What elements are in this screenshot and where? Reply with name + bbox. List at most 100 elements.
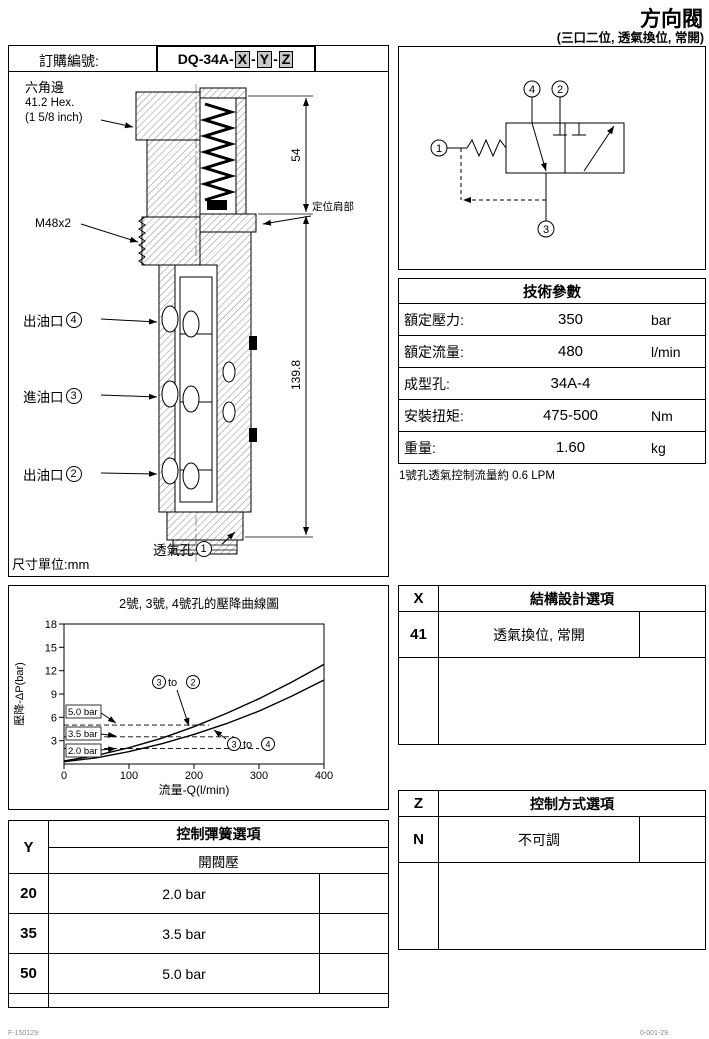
x-axis-ticks (63, 764, 325, 769)
curve-3-to-2 (63, 663, 325, 762)
svg-text:2.0 bar: 2.0 bar (68, 746, 98, 757)
port-4-circle: 4 (65, 312, 82, 328)
svg-text:3: 3 (231, 740, 236, 750)
z-option-desc: 不可調 (518, 831, 560, 848)
tech-label: 成型孔: (404, 375, 450, 392)
dimension-lines: 54 139.8 (245, 95, 313, 538)
valve-drawing-panel: 54 139.8 六角邊 41.2 Hex. (1 5/8 inch) M48x… (8, 71, 389, 577)
order-code-x: X (234, 50, 251, 68)
order-number-label: 訂購編號: (39, 53, 99, 69)
z-options-header: Z 控制方式選項 (398, 790, 706, 817)
svg-text:3: 3 (51, 736, 57, 748)
svg-text:18: 18 (45, 619, 57, 631)
svg-text:to: to (168, 677, 177, 689)
x-options-table: X 結構設計選項 41 透氣換位, 常開 (398, 585, 706, 745)
svg-text:6: 6 (51, 712, 57, 724)
tech-label: 額定壓力: (404, 311, 464, 328)
tech-label: 額定流量: (404, 343, 464, 360)
tech-row-torque: 安裝扭矩: 475-500 Nm (398, 400, 706, 432)
svg-text:4: 4 (265, 740, 270, 750)
order-number-row: 訂購編號: DQ-34A-X-Y-Z (8, 45, 389, 73)
y-empty-code-cell (9, 994, 49, 1007)
x-options-empty-rows (398, 658, 706, 745)
page-title: 方向閥 (640, 8, 703, 31)
schematic-port-2: 2 (557, 84, 563, 96)
svg-text:9: 9 (51, 689, 57, 701)
schematic-port-1: 1 (436, 143, 442, 155)
footer-left: F-150129 (8, 1030, 38, 1037)
seal-ring-lower (249, 428, 257, 442)
y-axis-tick-labels: 3 6 9 12 15 18 (45, 619, 57, 748)
page-subtitle: (三口二位, 透氣換位, 常開) (556, 31, 704, 45)
y-option-code: 20 (9, 874, 49, 913)
x-axis-tick-labels: 0 100 200 300 400 (61, 770, 333, 782)
y-axis-label: 壓降-ΔP(bar) (12, 662, 26, 726)
curve-3-to-4 (63, 679, 325, 763)
x-option-desc: 透氣換位, 常開 (493, 626, 585, 643)
tech-params-title: 技術參數 (398, 278, 706, 304)
svg-text:5.0 bar: 5.0 bar (68, 707, 98, 718)
y-option-code: 35 (9, 914, 49, 953)
locating-shoulder (199, 213, 257, 233)
tech-label: 安裝扭矩: (404, 407, 464, 424)
pressure-drop-chart-svg: 2號, 3號, 4號孔的壓降曲線圖 3 6 9 12 15 18 (12, 596, 333, 797)
dim-54-label: 54 (289, 148, 303, 162)
svg-text:300: 300 (250, 770, 268, 782)
y-option-extra-cell (319, 874, 388, 913)
x-option-extra-cell (639, 612, 705, 657)
z-options-empty-rows (398, 863, 706, 950)
y-option-row-20: 20 2.0 bar (8, 874, 389, 914)
dim-139-label: 139.8 (289, 360, 303, 390)
dimension-unit-note: 尺寸單位:mm (12, 557, 90, 572)
svg-text:400: 400 (315, 770, 333, 782)
dash-1: - (251, 51, 256, 67)
x-options-header: X 結構設計選項 (398, 585, 706, 612)
thread-profile (138, 216, 146, 266)
schematic-port-markers: 1 4 2 3 (430, 80, 569, 238)
chart-title: 2號, 3號, 4號孔的壓降曲線圖 (119, 596, 279, 611)
hex-size-line1: 六角邊 (25, 80, 65, 95)
y-axis-ticks (59, 623, 64, 742)
tech-row-pressure: 額定壓力: 350 bar (398, 304, 706, 336)
y-options-title: 控制彈簧選項 (49, 821, 388, 848)
tech-unit: bar (651, 311, 672, 328)
x-option-code: 41 (399, 612, 439, 657)
leader-lines (80, 119, 312, 545)
port-4-text: 出油口 (23, 314, 64, 329)
svg-text:0: 0 (61, 770, 67, 782)
tech-row-flow: 額定流量: 480 l/min (398, 336, 706, 368)
curve-label-3to2: 3 to 2 (152, 675, 200, 727)
svg-text:3: 3 (156, 678, 161, 688)
plot-area (63, 623, 325, 765)
order-code-prefix: DQ-34A- (177, 51, 234, 67)
svg-text:200: 200 (185, 770, 203, 782)
order-code-y: Y (256, 50, 273, 68)
y-header-right: 控制彈簧選項 開閥壓 (49, 821, 388, 873)
hex-size-line2: 41.2 Hex. (25, 97, 75, 110)
order-code-z: Z (278, 50, 294, 68)
tech-value: 480 (557, 343, 584, 360)
tech-label: 重量: (404, 439, 436, 456)
spring-symbol (466, 138, 507, 158)
schematic-svg: 1 4 2 3 (430, 80, 625, 238)
vent-port-text: 透氣孔 (153, 543, 194, 558)
ref-label-2bar: 2.0 bar (65, 743, 117, 758)
z-option-row-n: N 不可調 (398, 817, 706, 863)
tech-row-weight: 重量: 1.60 kg (398, 432, 706, 464)
dash-2: - (273, 51, 278, 67)
x-empty-code-cell (399, 658, 439, 744)
z-letter: Z (399, 791, 439, 816)
tech-value: 34A-4 (550, 375, 591, 392)
y-options-table: Y 控制彈簧選項 開閥壓 20 2.0 bar 35 3.5 bar 50 5.… (8, 820, 389, 1008)
z-empty-code-cell (399, 863, 439, 949)
x-options-title: 結構設計選項 (530, 590, 614, 607)
hex-size-label: 六角邊 41.2 Hex. (1 5/8 inch) (25, 80, 83, 125)
y-options-empty-row (8, 994, 389, 1008)
y-option-desc: 2.0 bar (162, 885, 206, 902)
tech-unit: l/min (651, 343, 681, 360)
svg-text:100: 100 (120, 770, 138, 782)
tech-note: 1號孔透氣控制流量約 0.6 LPM (399, 470, 555, 482)
tech-row-cavity: 成型孔: 34A-4 (398, 368, 706, 400)
